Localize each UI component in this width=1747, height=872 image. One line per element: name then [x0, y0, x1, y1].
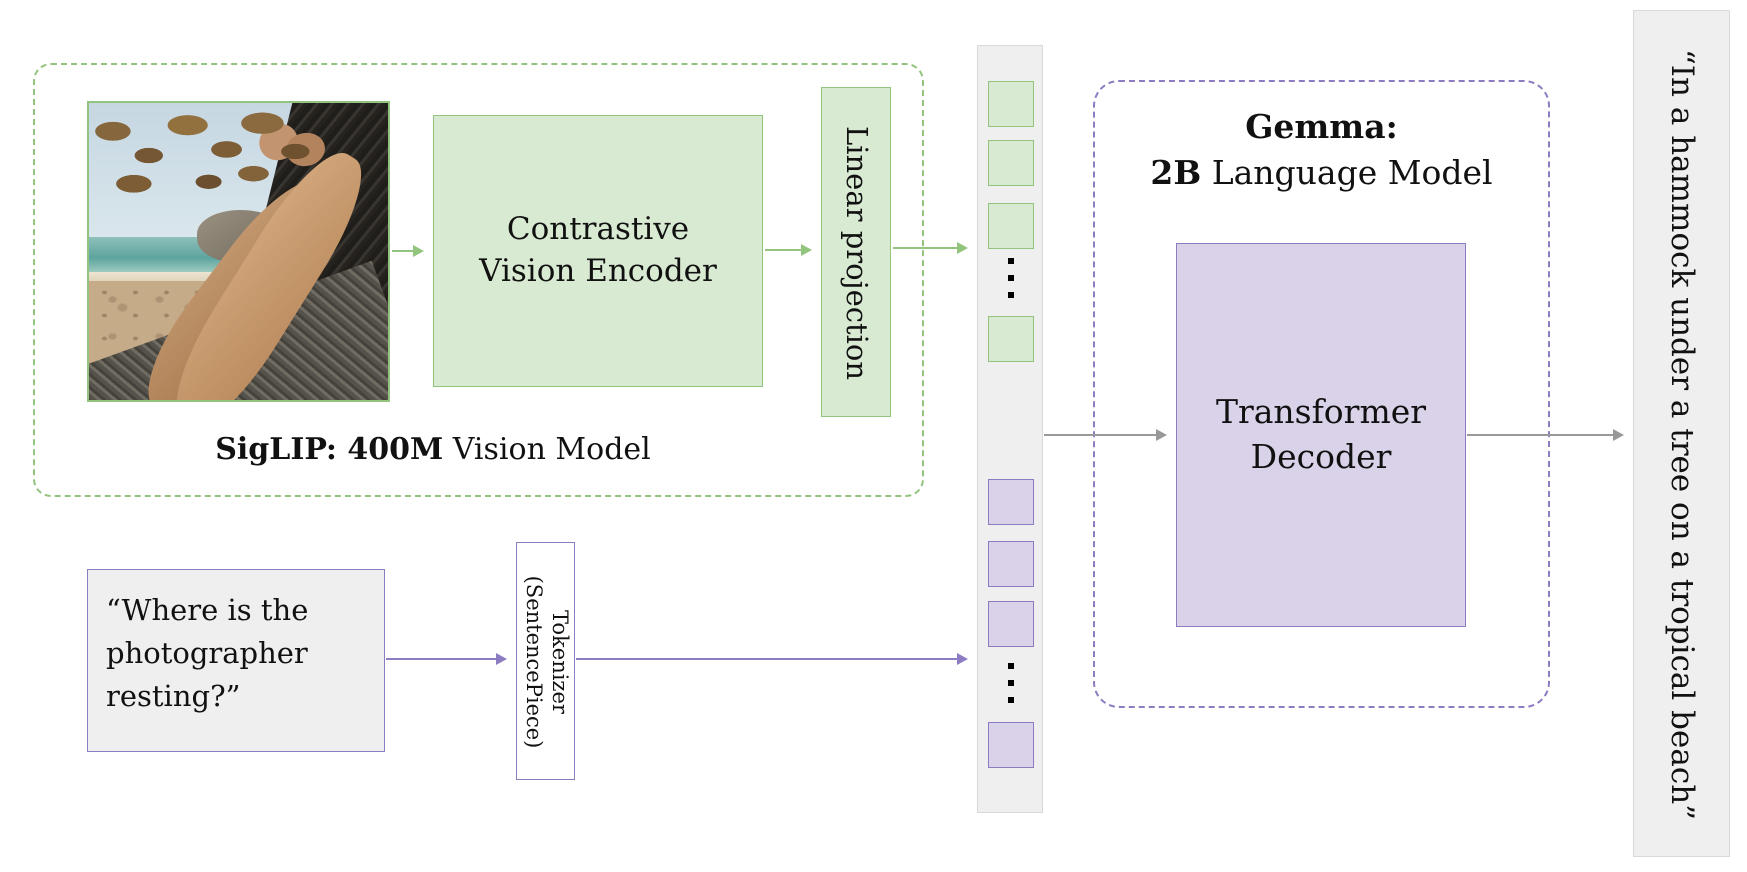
gemma-title-line1: Gemma: — [1245, 107, 1398, 146]
text-token — [988, 722, 1034, 768]
arrow-question-to-tokenizer — [386, 653, 507, 665]
arrow-image-to-encoder — [392, 245, 424, 257]
vertical-ellipsis-icon — [978, 258, 1044, 298]
gemma-language-model-block — [1093, 80, 1550, 708]
image-token — [988, 140, 1034, 186]
photo-tree-leaves — [89, 103, 388, 204]
image-token — [988, 81, 1034, 127]
question-text: “Where is the photographer resting?” — [106, 593, 309, 713]
text-token — [988, 541, 1034, 587]
siglip-caption: SigLIP: 400M Vision Model — [33, 432, 833, 467]
output-text: “In a hammock under a tree on a tropical… — [1664, 48, 1701, 821]
question-input-box: “Where is the photographer resting?” — [87, 569, 385, 752]
arrow-projection-to-tokens — [893, 242, 968, 254]
siglip-caption-regular: Vision Model — [443, 432, 651, 467]
text-token — [988, 601, 1034, 647]
photo-surf — [89, 272, 275, 285]
tokenizer-box: Tokenizer (SentencePiece) — [516, 542, 575, 780]
gemma-title-line2-regular: Language Model — [1201, 153, 1493, 193]
output-text-strip: “In a hammock under a tree on a tropical… — [1633, 10, 1730, 857]
gemma-title: Gemma: 2B Language Model — [1093, 104, 1550, 196]
beach-photo-image — [87, 101, 390, 402]
linear-projection-box: Linear projection — [821, 87, 891, 417]
siglip-vision-block — [33, 63, 924, 497]
contrastive-vision-encoder-box: Contrastive Vision Encoder — [433, 115, 763, 387]
tokenizer-label-line1: Tokenizer — [547, 610, 572, 714]
encoder-label-line2: Vision Encoder — [479, 253, 717, 289]
arrow-tokens-to-decoder — [1044, 429, 1167, 441]
image-token — [988, 316, 1034, 362]
encoder-label-line1: Contrastive — [506, 211, 690, 248]
linear-projection-label: Linear projection — [840, 125, 874, 381]
gemma-title-line2-bold: 2B — [1150, 153, 1202, 193]
arrow-tokenizer-to-tokens — [576, 653, 968, 665]
arrow-decoder-to-output — [1467, 429, 1624, 441]
arrow-encoder-to-projection — [765, 244, 812, 256]
siglip-caption-bold: SigLIP: 400M — [215, 432, 444, 467]
image-token — [988, 203, 1034, 249]
vertical-ellipsis-icon — [978, 663, 1044, 703]
decoder-label-line1: Transformer — [1215, 392, 1427, 432]
decoder-label-line2: Decoder — [1250, 437, 1392, 476]
tokenizer-label-line2: (SentencePiece) — [522, 575, 547, 749]
text-token — [988, 479, 1034, 525]
transformer-decoder-box: Transformer Decoder — [1176, 243, 1466, 627]
token-sequence-column — [977, 45, 1043, 813]
